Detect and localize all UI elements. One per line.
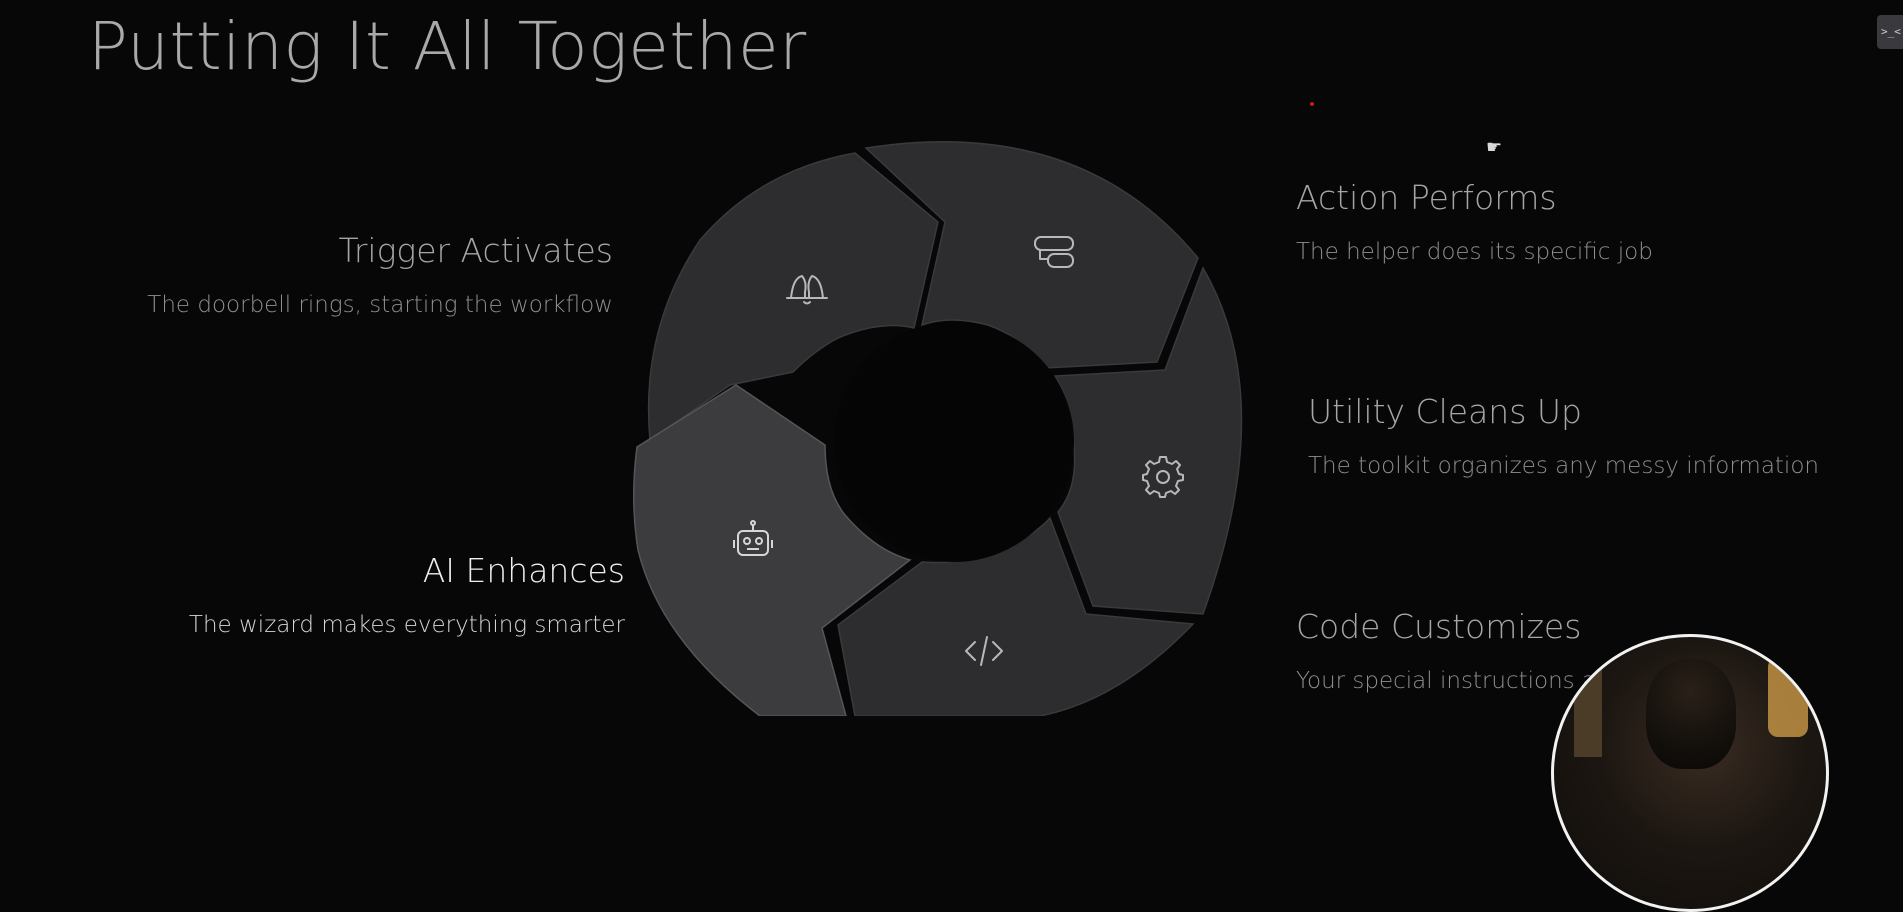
step-action-performs: Action Performs The helper does its spec… (1296, 178, 1653, 265)
step-description: The helper does its specific job (1296, 239, 1653, 265)
step-ai-enhances: AI Enhances The wizard makes everything … (189, 551, 625, 638)
bell-icon (786, 275, 828, 305)
webcam-overlay (1551, 634, 1829, 912)
step-utility-cleans-up: Utility Cleans Up The toolkit organizes … (1308, 392, 1819, 479)
step-heading: Trigger Activates (338, 231, 613, 270)
step-description: The wizard makes everything smarter (188, 612, 625, 638)
terminal-icon[interactable]: >_< (1877, 15, 1903, 49)
layers-icon (1034, 236, 1074, 268)
pointer-dot (1310, 102, 1314, 106)
page-title: Putting It All Together (88, 8, 807, 85)
step-trigger-activates: Trigger Activates The doorbell rings, st… (147, 231, 613, 318)
diagram-center (834, 322, 1074, 562)
presenter-face (1646, 659, 1736, 769)
webcam-lamp (1768, 657, 1808, 737)
step-heading: Action Performs (1296, 178, 1557, 217)
hand-cursor-icon: ☛ (1486, 137, 1503, 158)
code-icon (965, 636, 1003, 666)
step-heading: Code Customizes (1296, 607, 1582, 646)
robot-icon (733, 520, 773, 556)
workflow-cycle-diagram (632, 141, 1243, 716)
segment-ai-active (632, 384, 912, 716)
step-heading: AI Enhances (422, 551, 625, 590)
step-description: Your special instructions a (1296, 668, 1597, 694)
step-description: The toolkit organizes any messy informat… (1308, 453, 1819, 479)
step-code-customizes: Code Customizes Your special instruction… (1296, 607, 1596, 694)
webcam-background (1574, 667, 1602, 757)
step-description: The doorbell rings, starting the workflo… (147, 292, 613, 318)
step-heading: Utility Cleans Up (1308, 392, 1582, 431)
segment-trigger (647, 152, 939, 442)
gear-icon (1142, 456, 1184, 498)
